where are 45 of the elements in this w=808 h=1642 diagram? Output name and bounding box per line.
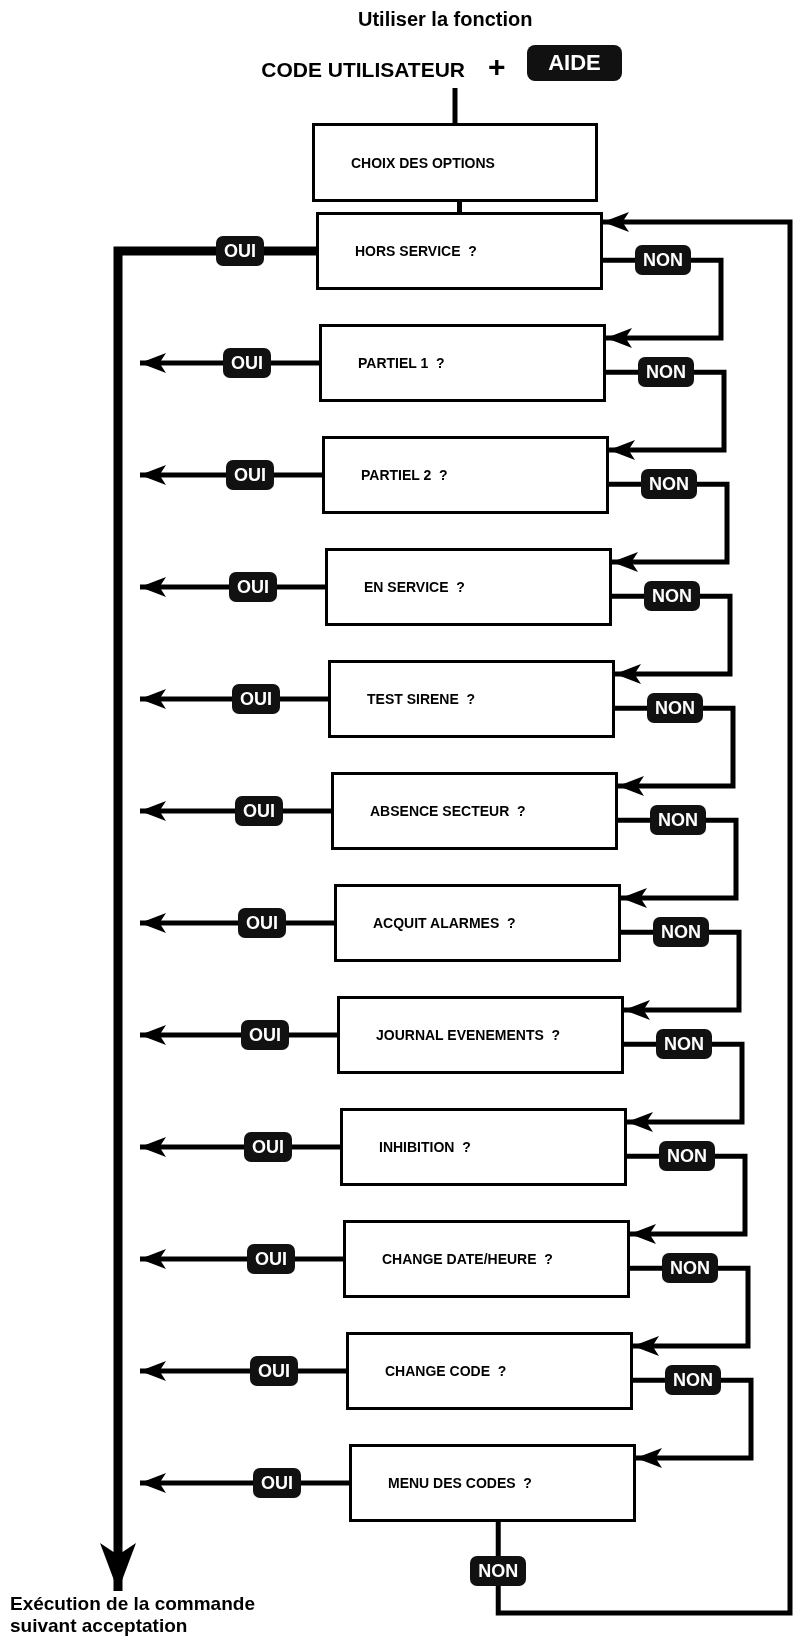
- edge-label: OUI: [235, 796, 283, 826]
- process-box: PARTIEL 2 ?: [322, 436, 609, 514]
- edge-label: OUI: [216, 236, 264, 266]
- result-text: Exécution de la commande suivant acceptation: [10, 1593, 256, 1637]
- process-box: CHOIX DES OPTIONS: [312, 123, 598, 202]
- edge-label: NON: [638, 357, 694, 388]
- process-box: ABSENCE SECTEUR ?: [331, 772, 618, 850]
- connector-line: [457, 202, 462, 212]
- edge-label: OUI: [244, 1132, 292, 1162]
- process-box: EN SERVICE ?: [325, 548, 612, 626]
- edge-label: OUI: [238, 908, 286, 938]
- edge-label: OUI: [226, 460, 274, 490]
- process-box: INHIBITION ?: [340, 1108, 627, 1186]
- edge-label: NON: [662, 1253, 718, 1284]
- edge-label: NON: [653, 917, 709, 948]
- edge-label: OUI: [229, 572, 277, 602]
- edge-label: NON: [665, 1365, 721, 1396]
- edge-label: NON: [647, 693, 703, 724]
- heading-text: Utiliser la fonction: [358, 8, 533, 31]
- edge-label: OUI: [253, 1468, 301, 1498]
- plus-sign: +: [488, 50, 506, 84]
- edge-label: OUI: [223, 348, 271, 378]
- process-box: PARTIEL 1 ?: [319, 324, 606, 402]
- edge-label: OUI: [232, 684, 280, 714]
- process-box: TEST SIRENE ?: [328, 660, 615, 738]
- edge-label: NON: [644, 581, 700, 612]
- edge-label: OUI: [241, 1020, 289, 1050]
- edge-label: NON: [635, 245, 691, 276]
- edge-label: OUI: [247, 1244, 295, 1274]
- edge-label: NON: [656, 1029, 712, 1060]
- process-box: JOURNAL EVENEMENTS ?: [337, 996, 624, 1074]
- edge-label: NON: [470, 1556, 527, 1586]
- edge-label: OUI: [250, 1356, 298, 1386]
- process-box: ACQUIT ALARMES ?: [334, 884, 621, 962]
- key-badge: AIDE: [527, 45, 622, 81]
- connector-line: [452, 88, 458, 123]
- process-box: CHANGE DATE/HEURE ?: [343, 1220, 630, 1298]
- edge-label: NON: [641, 469, 697, 500]
- process-box: CHANGE CODE ?: [346, 1332, 633, 1410]
- arrow: [100, 246, 316, 1591]
- edge-label: NON: [659, 1141, 715, 1172]
- process-box: HORS SERVICE ?: [316, 212, 603, 290]
- input-label: CODE UTILISATEUR: [261, 59, 465, 81]
- process-box: MENU DES CODES ?: [349, 1444, 636, 1522]
- edge-label: NON: [650, 805, 706, 836]
